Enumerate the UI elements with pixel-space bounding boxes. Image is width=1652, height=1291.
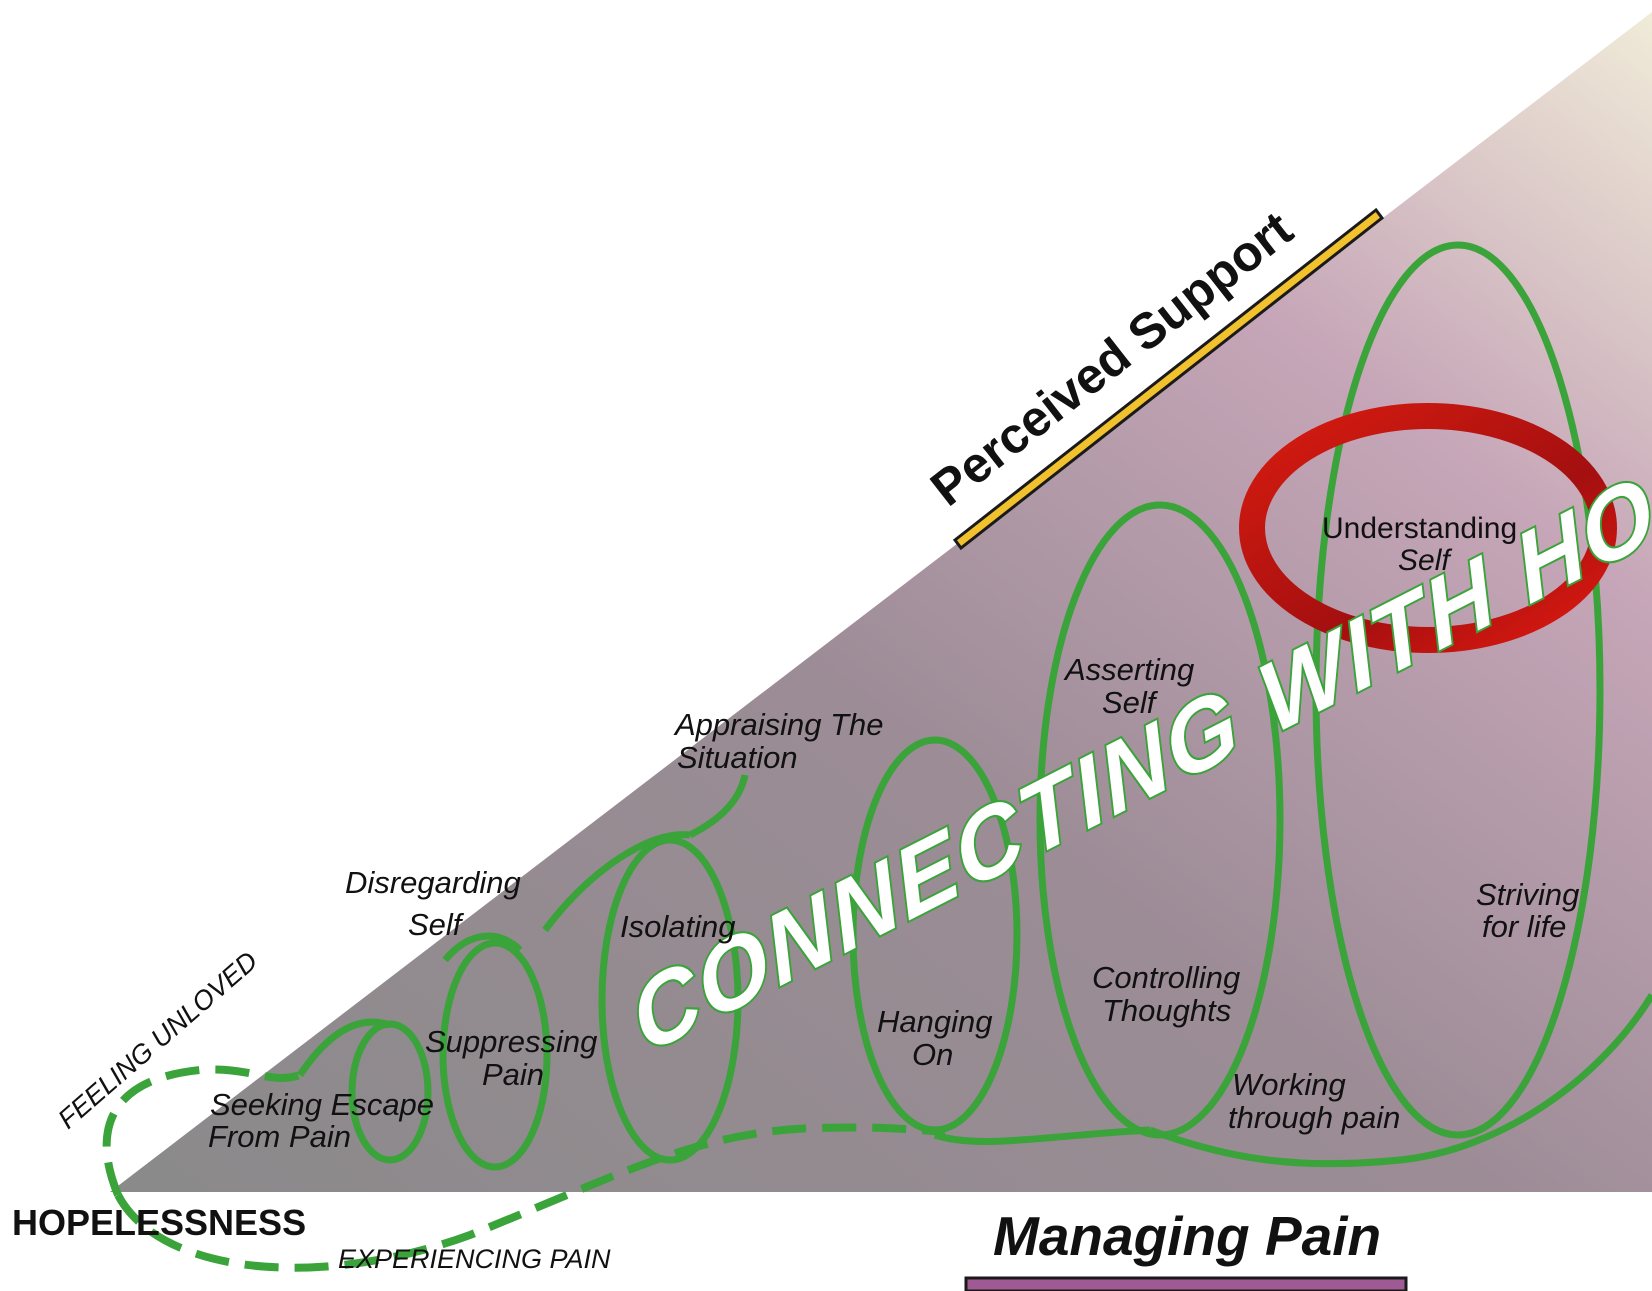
loop-hanging-on <box>849 736 1021 1134</box>
svg-text:Isolating: Isolating <box>620 909 735 944</box>
highlight-ring <box>1239 403 1617 653</box>
stage-hanging-on: Hanging On <box>877 1004 992 1072</box>
bottom-label: Managing Pain <box>993 1205 1381 1267</box>
svg-text:Working: Working <box>1232 1067 1346 1102</box>
svg-text:Controlling: Controlling <box>1092 960 1240 995</box>
loop-understanding-self <box>1312 241 1604 1139</box>
svg-text:Pain: Pain <box>482 1057 544 1092</box>
svg-text:Seeking Escape: Seeking Escape <box>210 1087 434 1122</box>
svg-text:On: On <box>912 1037 953 1072</box>
perceived-support-bar <box>952 207 1385 551</box>
stage-suppressing-pain: Suppressing Pain <box>425 1024 597 1092</box>
svg-text:Suppressing: Suppressing <box>425 1024 597 1059</box>
stage-striving-for-life: Striving for life <box>1476 877 1579 944</box>
svg-text:Self: Self <box>1102 685 1159 720</box>
svg-text:through pain: through pain <box>1228 1100 1400 1135</box>
loop-suppressing-pain <box>439 939 551 1171</box>
start-label: HOPELESSNESS <box>12 1202 306 1243</box>
svg-text:Hanging: Hanging <box>877 1004 992 1039</box>
bottom-bar <box>964 1276 1408 1291</box>
lower-path-label: EXPERIENCING PAIN <box>338 1244 611 1274</box>
loop-seeking-escape <box>348 1020 432 1164</box>
stage-understanding-self: Understanding Self <box>1322 512 1517 577</box>
svg-text:Self: Self <box>408 907 465 942</box>
spiral-path <box>297 774 1652 1168</box>
svg-text:Asserting: Asserting <box>1063 652 1194 687</box>
svg-text:for life: for life <box>1482 909 1566 944</box>
svg-text:Situation: Situation <box>677 740 798 775</box>
svg-text:Appraising The: Appraising The <box>673 707 884 742</box>
svg-text:Understanding: Understanding <box>1322 512 1517 545</box>
stage-controlling-thoughts: Controlling Thoughts <box>1092 960 1240 1028</box>
stage-appraising: Appraising The Situation <box>673 707 884 775</box>
feeling-unloved-path <box>102 1065 302 1197</box>
svg-text:Self: Self <box>1398 544 1452 577</box>
svg-text:From Pain: From Pain <box>208 1119 351 1154</box>
svg-text:Thoughts: Thoughts <box>1102 993 1231 1028</box>
stage-asserting-self: Asserting Self <box>1063 652 1194 720</box>
experiencing-pain-path <box>114 1123 946 1272</box>
stage-working-through-pain: Working through pain <box>1228 1067 1400 1135</box>
loop-asserting-self <box>1036 501 1284 1139</box>
stage-disregarding-self: Disregarding Self <box>345 865 521 942</box>
loop-isolating <box>598 836 742 1164</box>
svg-text:Striving: Striving <box>1476 877 1579 912</box>
svg-text:Disregarding: Disregarding <box>345 865 521 900</box>
stage-seeking-escape: Seeking Escape From Pain <box>208 1087 434 1154</box>
stage-isolating: Isolating <box>620 909 735 944</box>
